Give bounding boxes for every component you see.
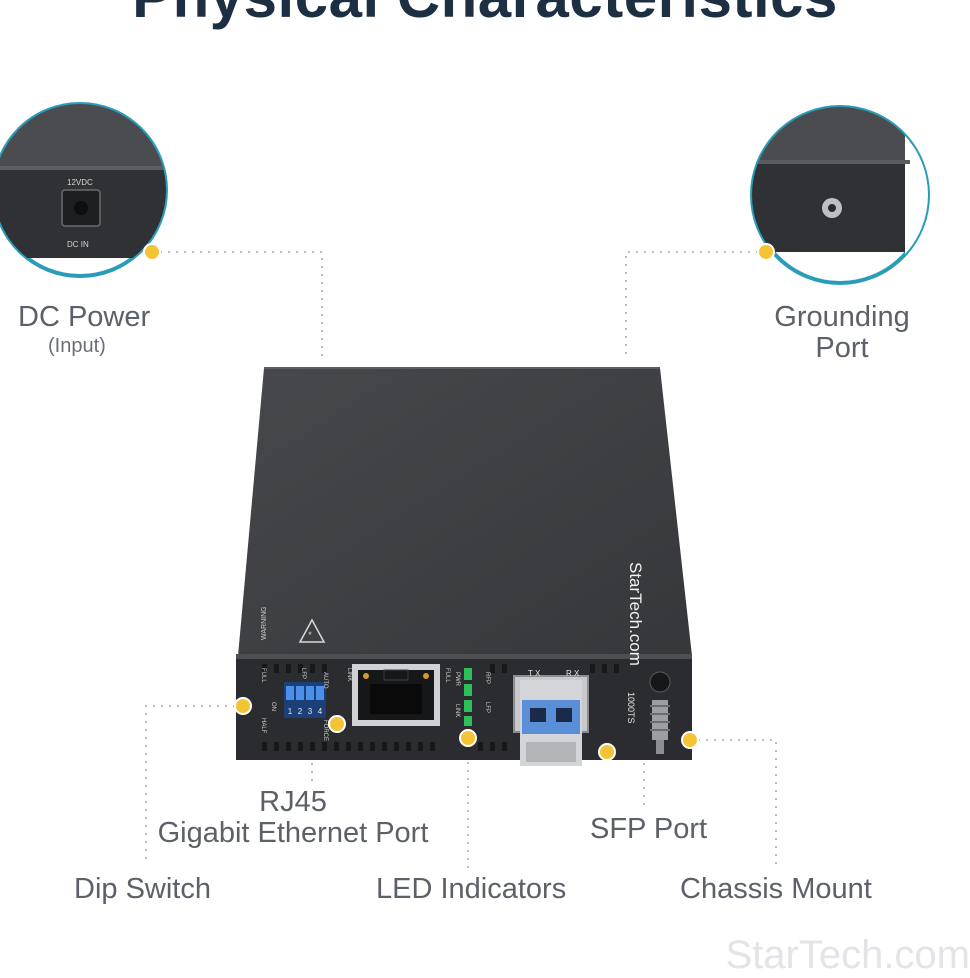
dc-power-inset: 12VDC DC IN xyxy=(0,102,168,278)
svg-text:*: * xyxy=(308,630,312,640)
page-title: Physical Characteristics xyxy=(0,0,970,31)
switch-number-1: 1 xyxy=(288,707,293,716)
dc-in-label: DC IN xyxy=(67,240,89,249)
rfp-label: RFP xyxy=(484,672,490,684)
callout-dot-dip-switch xyxy=(234,697,252,715)
dip-switch-label: Dip Switch xyxy=(74,873,211,905)
chassis-mount-label: Chassis Mount xyxy=(680,873,872,905)
switch-full-label: FULL xyxy=(260,668,266,683)
rj45-label-line2: Gigabit Ethernet Port xyxy=(157,817,429,849)
callout-dot-chassis xyxy=(681,731,699,749)
led-indicators xyxy=(464,668,472,726)
sfp-port[interactable]: T X R X xyxy=(513,669,589,766)
brand-logo: StarTech.com xyxy=(626,562,645,666)
switch-number-3: 3 xyxy=(308,707,313,716)
dc-power-label: DC Power xyxy=(18,301,151,333)
grounding-inset xyxy=(750,105,930,285)
sfp-rx-label: R X xyxy=(566,669,580,678)
switch-number-4: 4 xyxy=(318,707,323,716)
lfp-label: LFP xyxy=(484,702,490,713)
callout-dot-dc-power xyxy=(143,243,161,261)
callout-dot-led xyxy=(459,729,477,747)
sfp-port-label: SFP Port xyxy=(590,813,708,845)
switch-number-2: 2 xyxy=(298,707,303,716)
callout-dot-grounding xyxy=(757,243,775,261)
switch-on-label: ON xyxy=(270,702,276,711)
dip-switch[interactable]: 1 2 3 4 xyxy=(284,682,326,718)
callout-dot-sfp xyxy=(598,743,616,761)
warning-label: WARNING xyxy=(261,606,268,640)
laser-warning-icon: * WARNING xyxy=(261,606,326,643)
callout-dot-rj45 xyxy=(328,715,346,733)
callout-dots xyxy=(143,243,775,761)
switch-lfp-label: LFP xyxy=(300,668,306,679)
rj45-full-label: FULL xyxy=(444,668,450,683)
watermark: StarTech.com xyxy=(725,933,970,977)
dc-power-sublabel: (Input) xyxy=(48,335,106,357)
led-indicators-label: LED Indicators xyxy=(376,873,567,905)
rj45-label-line1: RJ45 xyxy=(259,786,327,818)
power-voltage-label: 12VDC xyxy=(67,178,93,187)
pwr-label: PWR xyxy=(454,672,460,687)
grounding-label-line1: Grounding xyxy=(774,301,910,333)
sfp-tx-label: T X xyxy=(528,669,541,678)
rj45-port[interactable] xyxy=(352,664,440,726)
switch-force-label: FORCE xyxy=(322,720,328,741)
model-label: 1000TS xyxy=(626,692,636,724)
led-link-label: LINK xyxy=(454,704,460,717)
switch-auto-label: AUTO xyxy=(322,672,328,689)
switch-half-label: HALF xyxy=(260,718,266,734)
grounding-label-line2: Port xyxy=(815,332,869,364)
chassis-mount-screw xyxy=(649,671,671,754)
rj45-link-label: LINK xyxy=(346,668,352,681)
